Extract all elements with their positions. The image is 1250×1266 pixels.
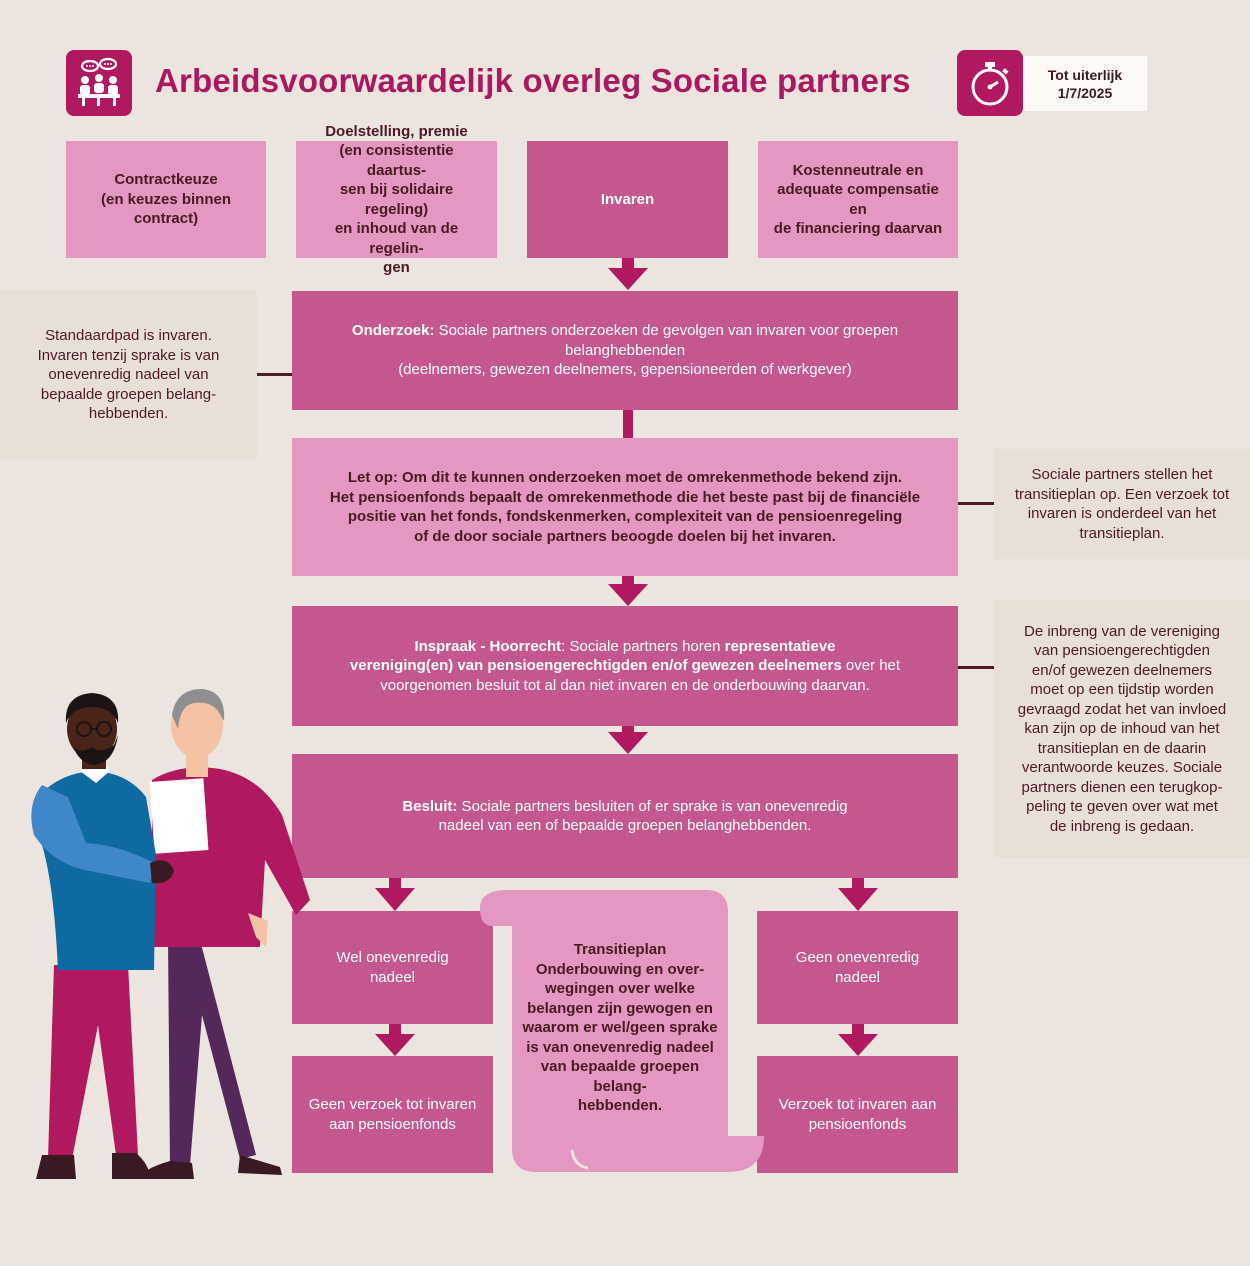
connector-right2	[958, 666, 994, 669]
inspraak-label: Inspraak - Hoorrecht	[414, 637, 562, 655]
inspraak-bold: representatieve vereniging(en) van pensi…	[349, 637, 842, 675]
connector-right1	[958, 502, 994, 505]
line-onderzoek-letop	[623, 410, 633, 438]
stopwatch-icon	[971, 62, 1009, 106]
step-inspraak: Inspraak - Hoorrecht: Sociale partners h…	[292, 606, 958, 726]
arrow-geen-head	[838, 888, 878, 911]
note-standaardpad: Standaardpad is invaren. Invaren tenzij …	[0, 290, 257, 460]
step-besluit: Besluit: Sociale partners besluiten of e…	[292, 754, 958, 878]
person-grey-hair	[140, 689, 310, 1179]
note-transitieplan: Sociale partners stellen het transitiepl…	[994, 449, 1250, 559]
stopwatch-icon-box	[957, 50, 1023, 116]
meeting-icon-box	[66, 50, 132, 116]
deadline-badge: Tot uiterlijk 1/7/2025	[1023, 56, 1147, 111]
outcome-wel-onevenredig: Wel onevenredig nadeel	[292, 911, 493, 1024]
arrow-wel-shaft	[389, 878, 401, 890]
arrow-wel-down-shaft	[389, 1024, 401, 1036]
page-title: Arbeidsvoorwaardelijk overleg Sociale pa…	[155, 62, 911, 99]
arrow-wel-down-head	[375, 1034, 415, 1056]
deadline-date: 1/7/2025	[1057, 84, 1113, 101]
onderzoek-text: Sociale partners onderzoeken de gevolgen…	[398, 322, 899, 379]
scroll-shape	[480, 890, 764, 1172]
arrow-geen-shaft	[852, 878, 864, 890]
deadline-label: Tot uiterlijk	[1047, 66, 1123, 83]
arrow-letop-shaft	[622, 576, 634, 586]
arrow-invaren-head	[608, 268, 648, 290]
connector-left	[257, 373, 292, 376]
arrow-geen-down-shaft	[852, 1024, 864, 1036]
inspraak-text1: : Sociale partners horen	[561, 637, 725, 655]
outcome-geen-onevenredig: Geen onevenredig nadeel	[757, 911, 958, 1024]
top-box-kostenneutrale: Kostenneutrale en adequate compensatie e…	[758, 141, 958, 258]
arrow-geen-down-head	[838, 1034, 878, 1056]
people-illustration	[31, 689, 310, 1179]
onderzoek-label: Onderzoek:	[351, 322, 435, 340]
outcome-verzoek: Verzoek tot invaren aan pensioenfonds	[757, 1056, 958, 1173]
meeting-icon	[78, 57, 120, 106]
arrow-inspraak-head	[608, 732, 648, 754]
step-onderzoek: Onderzoek: Sociale partners onderzoeken …	[292, 291, 958, 410]
top-box-invaren: Invaren	[527, 141, 728, 258]
arrow-inspraak-shaft	[622, 726, 634, 734]
besluit-text: Sociale partners besluiten of er sprake …	[438, 797, 848, 835]
top-box-contractkeuze: Contractkeuze (en keuzes binnen contract…	[66, 141, 266, 258]
scroll-transitieplan: Transitieplan Onderbouwing en over- wegi…	[522, 941, 718, 1115]
paper-sheet	[149, 778, 209, 854]
note-inbreng: De inbreng van de vereniging van pensioe…	[994, 600, 1250, 858]
inspraak-text2: over het voorgenomen besluit tot al dan …	[380, 657, 901, 694]
arrow-letop-head	[608, 584, 648, 606]
step-letop: Let op: Om dit te kunnen onderzoeken moe…	[292, 438, 958, 576]
arrow-invaren-shaft	[622, 258, 634, 270]
arrow-wel-head	[375, 888, 415, 911]
person-glasses	[31, 693, 174, 1179]
besluit-label: Besluit:	[402, 797, 458, 815]
outcome-geen-verzoek: Geen verzoek tot invaren aan pensioenfon…	[292, 1056, 493, 1173]
